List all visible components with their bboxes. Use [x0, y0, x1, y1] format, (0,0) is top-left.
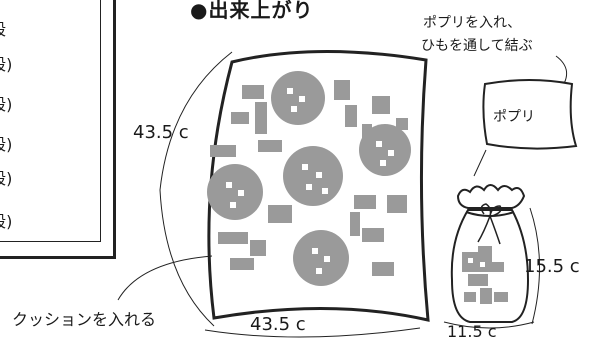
bag-width-label: 11.5 c — [447, 322, 497, 341]
rose-top — [271, 71, 325, 125]
cushion-caption-pointer — [117, 255, 213, 301]
leaf — [268, 205, 292, 223]
rose-left — [207, 164, 263, 220]
dim-arc-left — [159, 51, 233, 327]
bag-height-label: 15.5 c — [524, 256, 580, 277]
stem — [350, 212, 360, 236]
legend-row-1: 1段 — [0, 16, 6, 40]
cushion-caption: クッションを入れる — [12, 310, 157, 329]
potpourri-label: ポプリ — [493, 109, 535, 125]
leaf — [334, 80, 350, 100]
leaf — [362, 228, 384, 242]
rose-center — [283, 146, 343, 206]
leaf — [387, 195, 407, 213]
cushion-height-label: 43.5 c — [133, 122, 189, 143]
bag-dim-arc-bottom — [443, 321, 535, 329]
leaf — [231, 112, 249, 124]
legend-row-3: 1段) — [0, 95, 13, 114]
legend-inner-frame: 1段 1段) 1段) 1段) 1段) 1段) — [0, 0, 101, 242]
stem — [255, 102, 267, 134]
leaf — [230, 258, 254, 270]
instruction-note-line1: ポプリを入れ、 — [423, 15, 522, 31]
leaf — [354, 195, 376, 209]
leaf — [372, 262, 394, 276]
legend-row-6: 1段) — [0, 212, 13, 231]
rose-pixel-details — [226, 88, 394, 274]
sachet-to-bag-line — [473, 149, 487, 177]
leaf — [372, 96, 390, 114]
leaf — [210, 145, 236, 157]
stem — [362, 124, 372, 146]
cushion-width-label: 43.5 c — [250, 314, 306, 335]
legend-row-2: 1段) — [0, 55, 13, 74]
leaf — [396, 118, 408, 130]
leaf — [345, 105, 357, 127]
legend-row-4: 1段) — [0, 135, 13, 154]
legend-box: 1段 1段) 1段) 1段) 1段) 1段) — [0, 0, 116, 259]
bag-bow — [480, 203, 502, 217]
drawstring-bag — [450, 184, 530, 323]
rose-bottom — [293, 230, 349, 286]
leaf — [258, 140, 282, 152]
cushion-rose-motif — [207, 71, 411, 286]
bag-dim-arc-right — [529, 207, 541, 325]
instruction-note-line2: ひもを通して結ぶ — [421, 38, 533, 54]
dim-arc-bottom — [204, 327, 421, 338]
leaf — [218, 232, 248, 244]
leaf — [250, 240, 266, 256]
legend-row-5: 1段) — [0, 169, 13, 188]
finished-title: ●出来上がり — [190, 0, 314, 22]
bag-ribbon — [477, 215, 501, 245]
potpourri-sachet — [482, 79, 578, 150]
bag-ruffle — [456, 184, 526, 209]
leaf — [242, 85, 264, 99]
